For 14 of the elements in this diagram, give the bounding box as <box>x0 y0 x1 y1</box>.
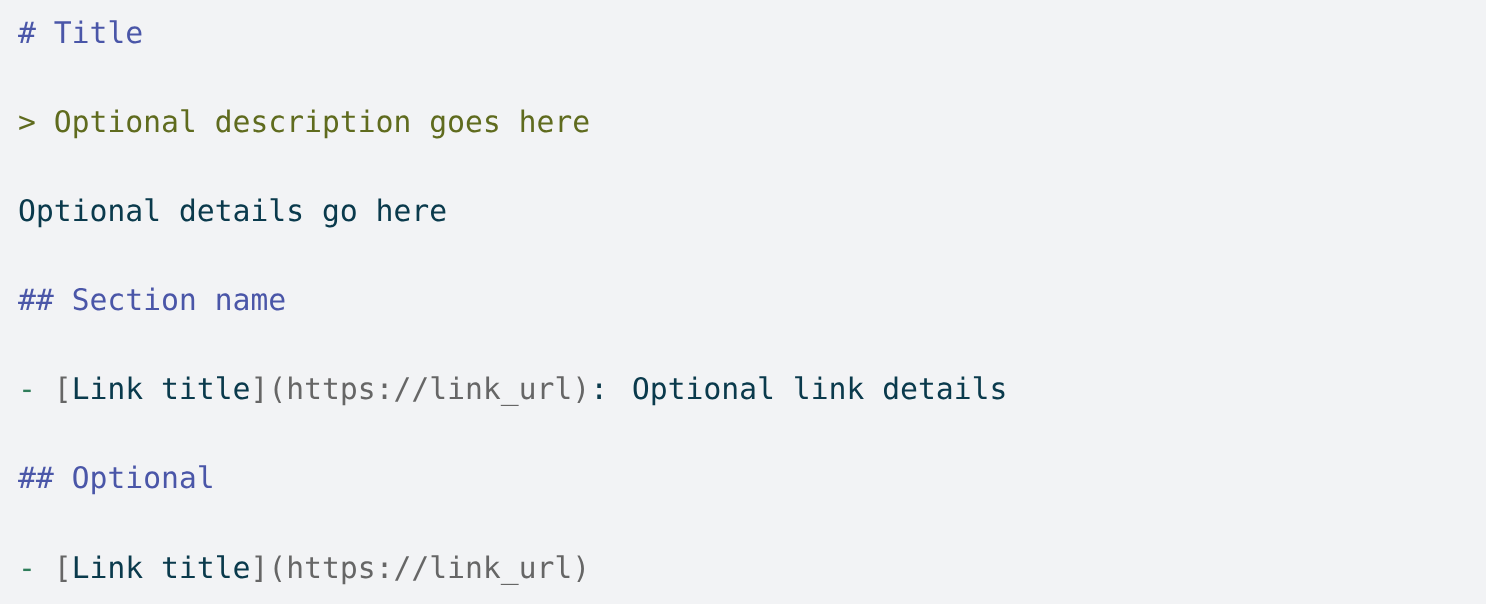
heading-text: ## Optional <box>18 465 212 495</box>
code-text: Optional details go here <box>19 198 446 228</box>
link-url-text: ](https://link_url) <box>255 555 584 585</box>
list-dash: - <box>23 568 31 572</box>
code-text: Link title <box>74 555 249 579</box>
quote-text: > Optional description goes here <box>19 109 589 139</box>
link-url-text: [ <box>60 376 67 403</box>
heading-text: ## Section name <box>18 287 285 311</box>
link-url-text: ](https://link_url) <box>255 376 584 406</box>
code-text: : Optional link details <box>597 376 1005 406</box>
list-dash: - <box>23 389 31 393</box>
heading-text: # Title <box>18 20 142 44</box>
link-url-text: [ <box>60 555 67 582</box>
code-text: Link title <box>74 376 249 400</box>
